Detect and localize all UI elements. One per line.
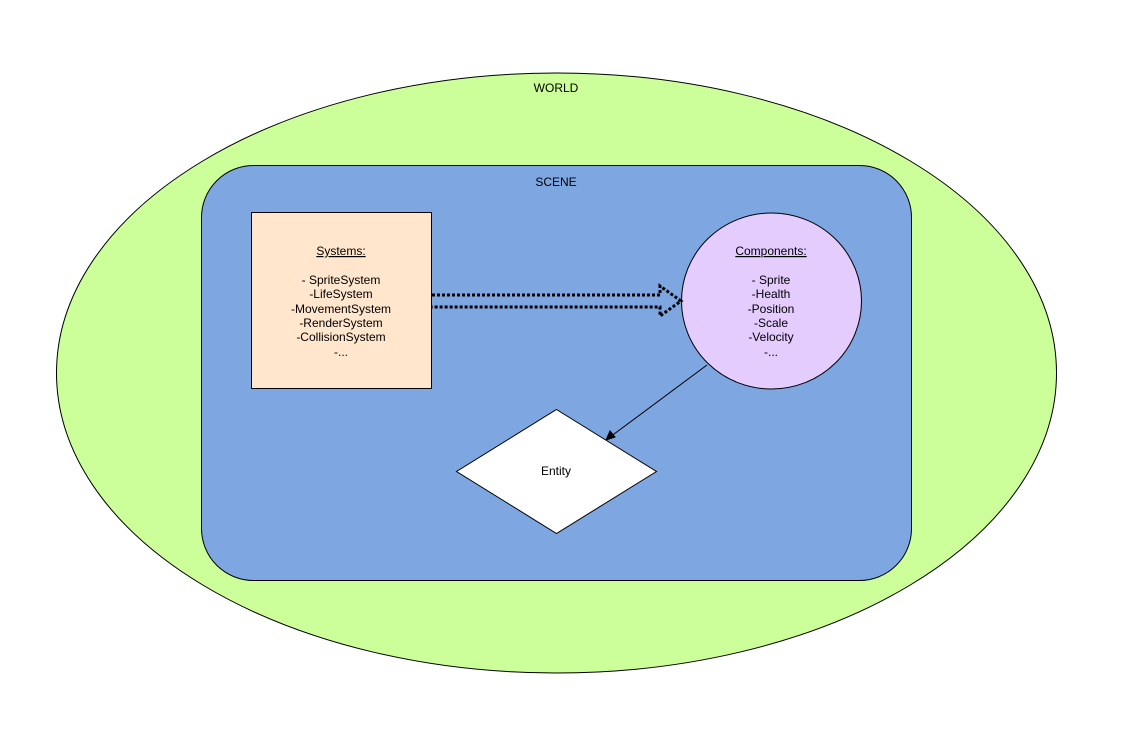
components-item: -... <box>764 345 778 359</box>
systems-shape[interactable] <box>251 212 432 389</box>
systems-item: -LifeSystem <box>309 287 372 301</box>
world-label: WORLD <box>534 81 579 95</box>
systems-item: -CollisionSystem <box>296 330 385 344</box>
arrow-line[interactable] <box>609 364 708 438</box>
components-node[interactable]: Components: - Sprite -Health -Position -… <box>681 212 862 390</box>
components-to-entity-connector[interactable] <box>605 364 708 441</box>
arrowhead-icon <box>605 430 616 441</box>
components-item: -Velocity <box>748 330 793 344</box>
dotted-arrow-outline[interactable] <box>432 283 684 319</box>
systems-title: Systems: <box>316 244 365 258</box>
components-item: - Sprite <box>752 273 791 287</box>
entity-shape[interactable] <box>455 408 658 535</box>
components-item: -Position <box>748 302 795 316</box>
systems-node[interactable]: Systems: - SpriteSystem -LifeSystem -Mov… <box>251 212 432 389</box>
systems-item: -... <box>334 345 348 359</box>
systems-item: -MovementSystem <box>291 302 391 316</box>
systems-item: - SpriteSystem <box>302 273 381 287</box>
components-title: Components: <box>735 244 806 258</box>
components-shape[interactable] <box>681 212 862 390</box>
systems-item: -RenderSystem <box>299 316 382 330</box>
entity-label: Entity <box>541 464 571 478</box>
scene-label: SCENE <box>535 175 576 189</box>
components-item: -Health <box>752 287 791 301</box>
entity-node[interactable]: Entity <box>455 408 658 535</box>
components-item: -Scale <box>754 316 788 330</box>
systems-to-components-connector[interactable] <box>432 283 684 319</box>
